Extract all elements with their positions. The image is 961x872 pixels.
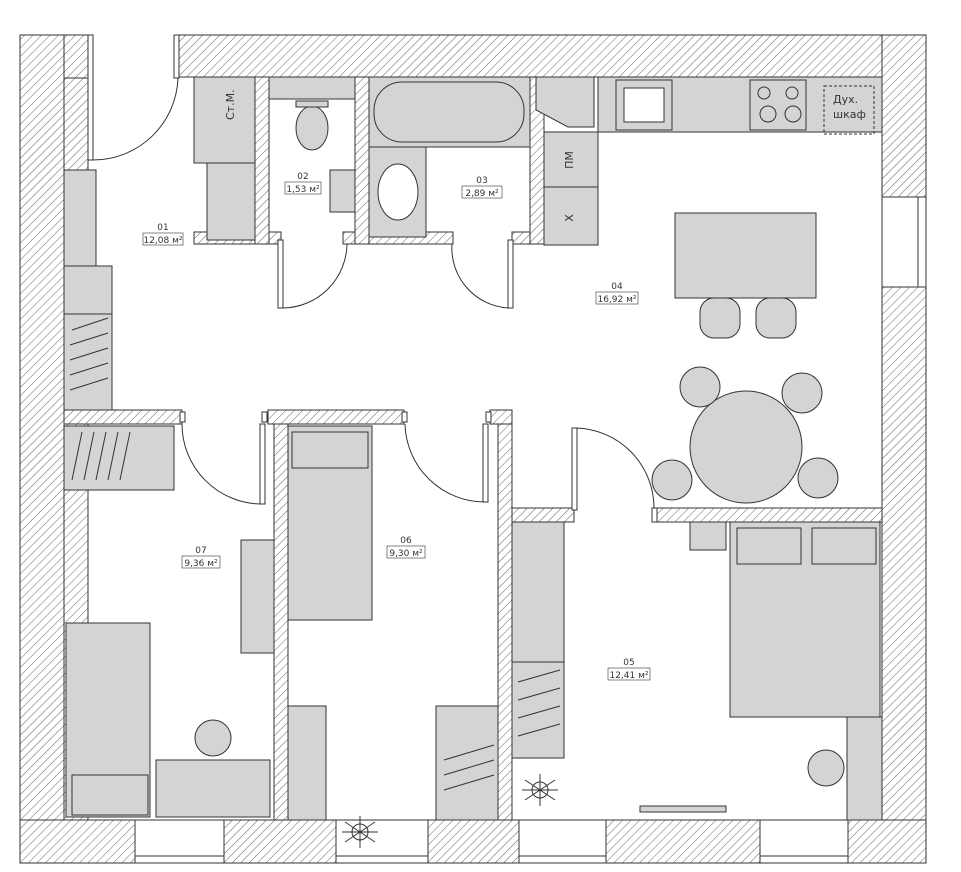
wardrobe-07 <box>63 425 175 491</box>
pouf <box>807 749 845 787</box>
washer-label: Ст.М. <box>224 89 237 120</box>
chair <box>781 372 823 414</box>
doors <box>87 34 658 523</box>
bar-stool <box>699 297 741 339</box>
hall-bench <box>63 169 97 267</box>
room-02-number: 02 <box>297 172 308 182</box>
room-03-area: 2,89 м² <box>465 189 499 199</box>
room-05-number: 05 <box>623 658 634 668</box>
wardrobe-05 <box>511 661 565 759</box>
hall-cabinet <box>63 265 113 315</box>
dishwasher <box>543 131 599 188</box>
toilet-tank-wall <box>268 76 356 100</box>
hall-wardrobe <box>63 313 113 411</box>
room-04-number: 04 <box>611 282 623 292</box>
room-labels <box>142 181 651 681</box>
hall-wardrobe-hangers <box>69 317 109 391</box>
room-06-area: 9,30 м² <box>389 549 423 559</box>
kitchen-island <box>674 212 817 299</box>
chair <box>797 457 839 499</box>
dishwasher-label: ПМ <box>563 151 576 169</box>
cabinet-05 <box>511 521 565 663</box>
tv <box>639 805 727 813</box>
furniture <box>63 76 883 821</box>
wardrobe-06 <box>435 705 499 821</box>
cabinet-06 <box>287 705 327 821</box>
cooktop <box>749 79 807 131</box>
room-07-number: 07 <box>195 546 206 556</box>
room-03-number: 03 <box>476 176 487 186</box>
room-04-area: 16,92 м² <box>597 295 636 305</box>
fridge-label: Х <box>563 214 576 222</box>
desk-07 <box>240 539 275 654</box>
corner-cabinet <box>535 76 595 128</box>
room-01-area: 12,08 м² <box>143 236 182 246</box>
fridge <box>543 186 599 246</box>
desk-07b <box>155 759 271 818</box>
room-05-area: 12,41 м² <box>609 671 648 681</box>
washer-cabinet <box>193 76 256 164</box>
toilet <box>295 105 329 151</box>
bar-stool <box>755 297 797 339</box>
oven-label-2: шкаф <box>833 108 866 121</box>
room-07-area: 9,36 м² <box>184 559 218 569</box>
chair <box>194 719 232 757</box>
room-01-number: 01 <box>157 223 168 233</box>
dresser-05 <box>846 716 883 821</box>
oven-label-1: Дух. <box>833 93 858 106</box>
shoe-rack <box>206 162 256 241</box>
windows <box>134 196 927 864</box>
chair <box>679 366 721 408</box>
plant-icon <box>342 774 558 848</box>
sink-02 <box>329 169 356 213</box>
room-02-area: 1,53 м² <box>286 185 320 195</box>
walls <box>19 34 927 864</box>
cooktop-burners <box>757 86 802 123</box>
dining-table <box>689 390 803 504</box>
nightstand <box>689 521 727 551</box>
oven <box>823 85 875 135</box>
bathtub <box>373 81 525 143</box>
chair <box>651 459 693 501</box>
fixture-labels: Ст.М. ПМ Х Дух. шкаф <box>224 89 866 221</box>
room-06-number: 06 <box>400 536 412 546</box>
